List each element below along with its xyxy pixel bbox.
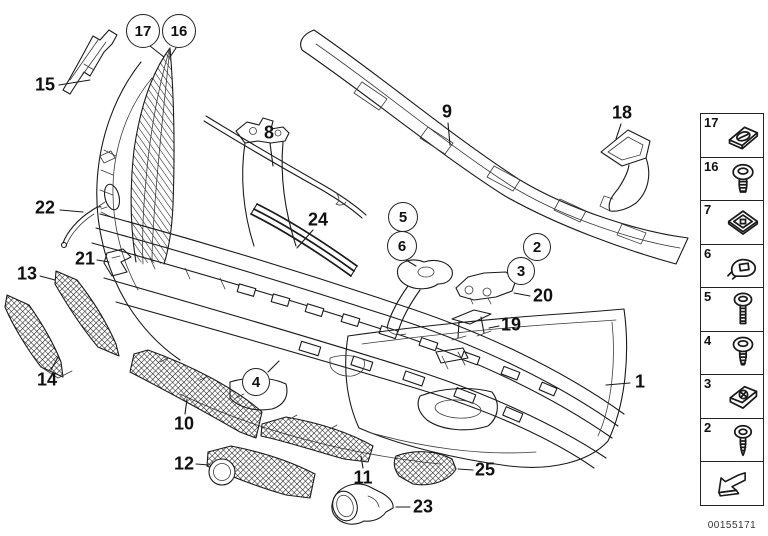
callout-10[interactable]: 10 bbox=[173, 413, 195, 434]
leader-line-19 bbox=[488, 325, 500, 329]
part-15-art bbox=[62, 29, 118, 95]
callout-19[interactable]: 19 bbox=[500, 314, 522, 335]
callout-21[interactable]: 21 bbox=[74, 248, 96, 269]
tapping-screw-icon bbox=[724, 335, 762, 373]
callout-8[interactable]: 8 bbox=[263, 122, 275, 143]
direction-arrow-icon bbox=[708, 467, 756, 502]
pan-head-screw-icon bbox=[724, 422, 762, 460]
part-12-grille-art bbox=[206, 445, 316, 499]
part-22-art bbox=[60, 201, 108, 249]
fastener-legend: 17 16 7 6 5 4 3 2 bbox=[700, 113, 764, 506]
callout-2[interactable]: 2 bbox=[523, 233, 551, 261]
callout-13[interactable]: 13 bbox=[16, 263, 38, 284]
leader-line-11 bbox=[360, 455, 364, 469]
legend-number-3: 3 bbox=[704, 376, 712, 391]
leader-line-15 bbox=[58, 79, 91, 86]
callout-20[interactable]: 20 bbox=[532, 285, 554, 306]
legend-item-5[interactable]: 5 bbox=[700, 287, 764, 332]
clip-nut-icon bbox=[724, 378, 762, 416]
leader-line-9 bbox=[447, 122, 451, 146]
callout-leader-lines bbox=[39, 45, 631, 508]
legend-number-16: 16 bbox=[704, 158, 719, 174]
part-9-art bbox=[300, 29, 689, 265]
part-10-grille-art bbox=[129, 349, 263, 439]
cage-nut-icon bbox=[724, 204, 762, 242]
callout-15[interactable]: 15 bbox=[34, 74, 56, 95]
legend-item-6[interactable]: 6 bbox=[700, 243, 764, 289]
legend-item-7[interactable]: 7 bbox=[700, 200, 764, 245]
washer-jet-arm-art bbox=[386, 259, 453, 336]
legend-number-4: 4 bbox=[704, 332, 712, 348]
legend-number-6: 6 bbox=[704, 245, 712, 261]
leader-line-14 bbox=[50, 356, 59, 371]
leader-line-25 bbox=[457, 468, 474, 471]
leader-line-22 bbox=[59, 209, 84, 213]
leader-line-6 bbox=[405, 259, 417, 267]
callout-18[interactable]: 18 bbox=[611, 102, 633, 123]
callout-14[interactable]: 14 bbox=[36, 369, 58, 390]
callout-1[interactable]: 1 bbox=[634, 371, 646, 392]
legend-number-7: 7 bbox=[704, 202, 712, 217]
leader-line-1 bbox=[605, 382, 631, 386]
part-11-grille-art bbox=[260, 414, 374, 463]
callout-12[interactable]: 12 bbox=[173, 453, 195, 474]
callout-11[interactable]: 11 bbox=[353, 467, 373, 488]
part-13-grille-art bbox=[54, 270, 120, 357]
leader-line-20 bbox=[513, 292, 531, 297]
leader-line-21 bbox=[96, 259, 110, 263]
legend-number-5: 5 bbox=[704, 289, 712, 304]
callout-9[interactable]: 9 bbox=[441, 101, 453, 122]
callout-23[interactable]: 23 bbox=[412, 496, 434, 517]
legend-item-17[interactable]: 17 bbox=[700, 113, 764, 158]
callout-3[interactable]: 3 bbox=[507, 257, 535, 285]
callout-22[interactable]: 22 bbox=[34, 197, 56, 218]
callout-16[interactable]: 16 bbox=[162, 14, 196, 48]
part-14-grille-art bbox=[4, 294, 73, 379]
part-18-art bbox=[599, 129, 651, 212]
legend-view-arrow[interactable] bbox=[700, 461, 764, 506]
leader-line-8 bbox=[269, 142, 274, 167]
leader-line-18 bbox=[615, 123, 622, 140]
front-panel-carrier-art bbox=[91, 47, 625, 469]
long-screw-icon bbox=[724, 291, 762, 329]
leader-line-4 bbox=[267, 360, 280, 373]
part-25-grille-art bbox=[393, 451, 457, 486]
part-19-art bbox=[451, 309, 492, 341]
callout-25[interactable]: 25 bbox=[474, 459, 496, 480]
legend-item-2[interactable]: 2 bbox=[700, 417, 764, 463]
part-21-art bbox=[103, 248, 132, 277]
legend-number-2: 2 bbox=[704, 419, 712, 435]
leader-line-13 bbox=[39, 275, 56, 281]
callout-6[interactable]: 6 bbox=[387, 231, 417, 261]
part-23-art bbox=[331, 483, 394, 525]
leader-line-17 bbox=[149, 45, 165, 58]
part-20-art bbox=[455, 271, 517, 305]
leader-line-24 bbox=[296, 229, 314, 249]
part-8-art bbox=[203, 115, 367, 219]
legend-item-3[interactable]: 3 bbox=[700, 374, 764, 419]
callout-24[interactable]: 24 bbox=[307, 209, 329, 230]
callout-4[interactable]: 4 bbox=[242, 368, 270, 396]
spring-clip-icon bbox=[724, 248, 762, 286]
callout-5[interactable]: 5 bbox=[388, 202, 418, 232]
oval-head-screw-icon bbox=[724, 161, 762, 199]
legend-item-4[interactable]: 4 bbox=[700, 330, 764, 376]
speed-nut-icon bbox=[724, 117, 762, 155]
callout-17[interactable]: 17 bbox=[126, 14, 160, 48]
leader-line-16 bbox=[169, 47, 177, 58]
legend-item-16[interactable]: 16 bbox=[700, 156, 764, 202]
leader-line-12 bbox=[195, 463, 210, 466]
leader-line-10 bbox=[184, 398, 188, 415]
diagram-code: 00155171 bbox=[707, 520, 757, 531]
legend-number-17: 17 bbox=[704, 115, 719, 130]
